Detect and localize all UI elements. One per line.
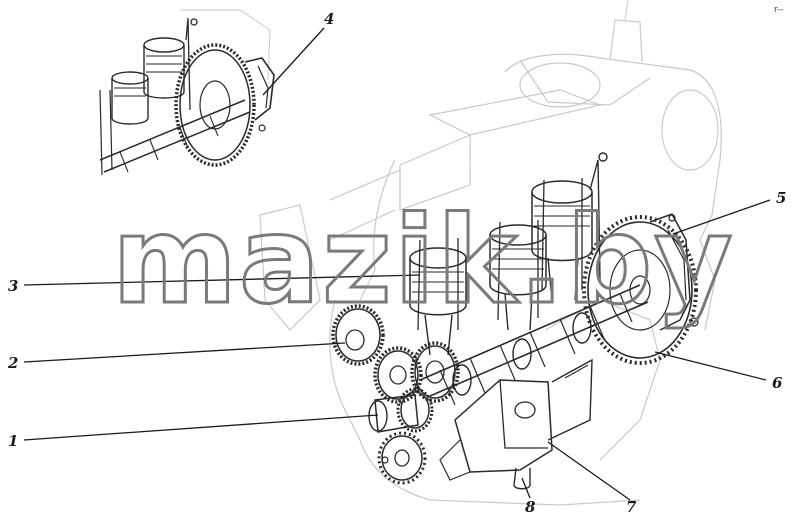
callout-8: 8 — [525, 498, 536, 516]
inset-piston-left — [99, 71, 149, 176]
piston-right — [531, 178, 593, 301]
callout-6: 6 — [772, 374, 783, 392]
callout-4: 4 — [324, 10, 334, 28]
inset-detail — [99, 9, 275, 176]
crankshaft-gear — [368, 387, 434, 433]
callout-labels: 1 2 3 4 5 6 7 8 — [7, 10, 786, 516]
gear-train — [331, 304, 460, 485]
callout-7: 7 — [626, 498, 637, 516]
leader-line-7 — [547, 441, 631, 501]
camshaft-flange — [649, 213, 699, 331]
leader-line-2 — [23, 342, 346, 363]
piston-group — [409, 152, 608, 356]
leader-line-6 — [654, 351, 767, 381]
lower-housing — [439, 358, 593, 490]
callout-3: 3 — [8, 277, 18, 295]
leader-line-4 — [262, 27, 325, 96]
corner-mark: r-- — [774, 5, 784, 15]
piston-middle — [489, 220, 547, 331]
watermark-text: mazik.by — [112, 192, 735, 331]
leader-line-1 — [23, 414, 379, 441]
camshaft — [419, 284, 649, 406]
callout-2: 2 — [7, 354, 18, 372]
inset-timing-gear — [174, 43, 256, 167]
engine-block-outline — [259, 0, 722, 506]
upper-gear — [331, 304, 385, 366]
leader-lines — [23, 27, 771, 501]
piston-left — [409, 238, 467, 356]
large-timing-gear — [582, 215, 698, 365]
leader-line-8 — [521, 477, 531, 499]
callout-1: 1 — [8, 432, 18, 450]
leader-line-3 — [23, 274, 421, 286]
middle-gear — [373, 346, 423, 404]
inset-piston-right — [143, 17, 198, 111]
leader-line-5 — [672, 199, 771, 235]
idler-gear — [410, 341, 460, 403]
callout-5: 5 — [776, 189, 786, 207]
inset-flange — [244, 57, 275, 132]
lower-pulley — [377, 431, 427, 485]
